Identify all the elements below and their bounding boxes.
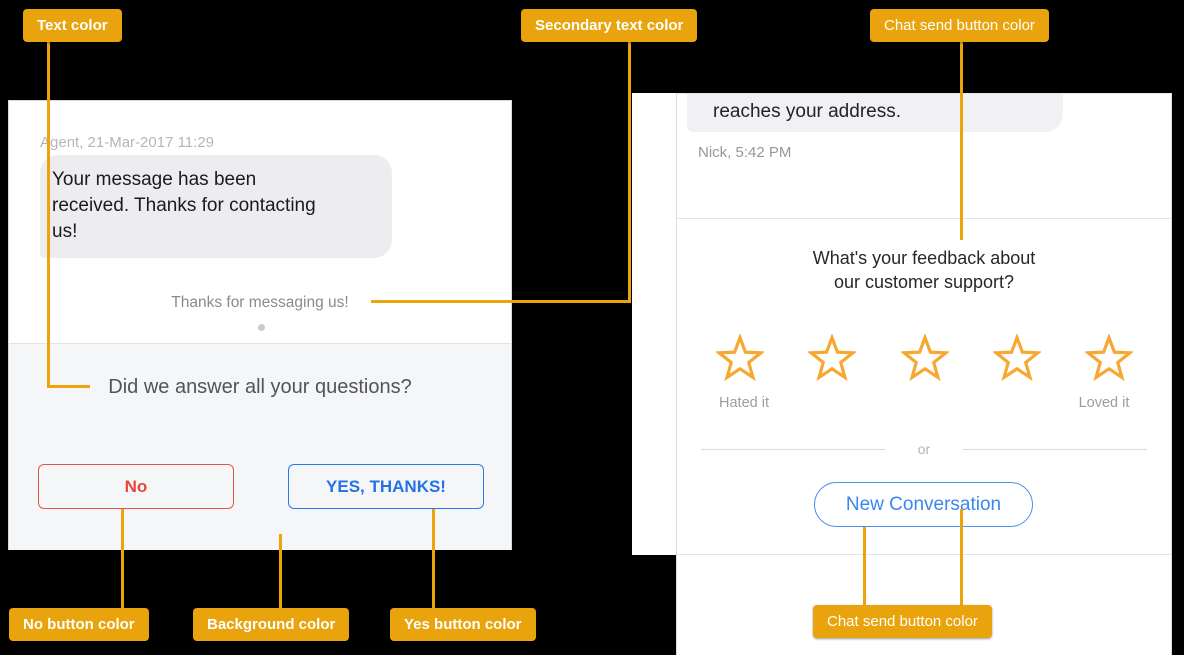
message-timestamp: Nick, 5:42 PM	[698, 144, 792, 161]
panel-gap-filler	[632, 93, 676, 555]
rating-high-label: Loved it	[1078, 395, 1130, 411]
agent-message-bubble: Your message has been received. Thanks f…	[40, 155, 392, 258]
new-conversation-connector-line	[960, 509, 963, 605]
secondary-text-connector-line	[628, 42, 631, 303]
survey-question: Did we answer all your questions?	[108, 376, 412, 398]
star-icon[interactable]	[808, 334, 857, 382]
rating-low-label: Hated it	[719, 395, 769, 411]
left-chat-message-area: Agent, 21-Mar-2017 11:29 Your message ha…	[9, 101, 511, 344]
star-icon[interactable]	[900, 334, 949, 382]
feedback-question: What's your feedback about our customer …	[812, 248, 1036, 292]
background-connector-line	[279, 534, 282, 608]
text-color-connector-line	[47, 42, 50, 388]
yes-button[interactable]: YES, THANKS!	[288, 464, 484, 509]
left-chat-panel: Agent, 21-Mar-2017 11:29 Your message ha…	[8, 100, 512, 550]
page-indicator-dot	[258, 324, 265, 331]
annotation-label-no-button-color: No button color	[9, 608, 149, 641]
new-conversation-button[interactable]: New Conversation	[814, 482, 1033, 527]
secondary-text: Thanks for messaging us!	[171, 294, 349, 311]
annotation-label-background-color: Background color	[193, 608, 350, 641]
incoming-message-bubble: reaches your address.	[687, 94, 1063, 132]
right-chat-message-area: reaches your address. Nick, 5:42 PM	[677, 94, 1171, 219]
annotation-label-chat-send-button-color-bottom: Chat send button color	[813, 605, 992, 638]
or-divider-text: or	[917, 441, 931, 457]
star-icon[interactable]	[716, 334, 764, 382]
new-conversation-connector-line	[863, 527, 866, 605]
feedback-section: What's your feedback about our customer …	[677, 219, 1171, 555]
yes-button-connector-line	[432, 509, 435, 608]
star-icon[interactable]	[1085, 334, 1133, 382]
annotation-label-chat-send-button-color-top: Chat send button color	[870, 9, 1049, 42]
annotation-label-text-color: Text color	[23, 9, 122, 42]
secondary-text-connector-line	[371, 300, 631, 303]
annotation-label-yes-button-color: Yes button color	[390, 608, 536, 641]
right-chat-panel: reaches your address. Nick, 5:42 PM What…	[676, 93, 1172, 655]
star-rating	[716, 334, 1133, 382]
or-divider-line	[701, 449, 885, 450]
message-timestamp: Agent, 21-Mar-2017 11:29	[40, 134, 215, 151]
no-button[interactable]: No	[38, 464, 234, 509]
survey-section: Did we answer all your questions? No YES…	[9, 344, 511, 550]
text-color-connector-line	[47, 385, 90, 388]
chat-send-connector-line	[960, 42, 963, 240]
no-button-connector-line	[121, 509, 124, 608]
or-divider-line	[963, 449, 1147, 450]
star-icon[interactable]	[992, 334, 1041, 382]
annotation-label-secondary-text-color: Secondary text color	[521, 9, 698, 42]
